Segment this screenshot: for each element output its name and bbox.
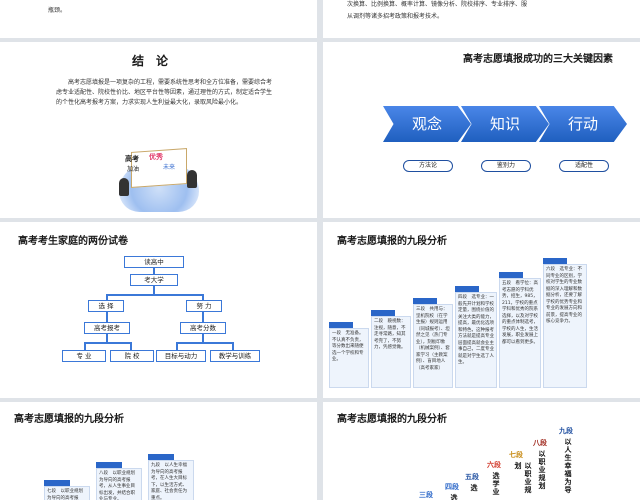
tree-effort: 努 力 [186, 300, 222, 312]
illustration-word-2: 加油 [127, 166, 140, 173]
stage-step-7: 七段 以职业规划为导向的高考报考。 [44, 486, 90, 500]
slide-1-left-text: 瓶颈。 [48, 7, 67, 14]
pill-discernment: 鉴别力 [481, 160, 531, 172]
stage-label-5: 五段 [465, 473, 479, 481]
stage-step-3: 三段 共用与：坚机院校（在学生报）规则运用（同城报考）、坦然之见（热门专业），刻… [413, 304, 453, 388]
illustration-word-1: 高考 [125, 155, 139, 163]
nine-stage-title-3: 高考志愿填报的九段分析 [337, 414, 447, 425]
conclusion-body: 高考志愿填报是一项复杂的工程，需要系统性思考和全方位准备，需要综合考虑专业适配性… [56, 79, 273, 106]
chevron-action[interactable]: 行动 [539, 106, 627, 142]
stage-step-5: 五段 看学位：高考志愿的学科优势，招生，985，211，学校的重点学科和优秀的院… [499, 278, 541, 388]
tree-application: 高考报考 [84, 322, 130, 334]
stage-step-9: 九段 以人生幸福为导向的高考报考，在人生大目标下，以生活方式、家庭、社会责任为重… [148, 460, 194, 500]
stage-label-7: 七段 [509, 451, 523, 459]
chevron-knowledge[interactable]: 知识 [461, 106, 549, 142]
student-figure-icon [119, 178, 129, 196]
tree-choice: 选 择 [88, 300, 124, 312]
tree-leaf-teaching: 教学与训练 [210, 350, 260, 362]
stage-text-5: 选 [470, 484, 478, 492]
student-figure-icon-2 [187, 170, 197, 188]
stage-text-8: 以职业规划 [538, 450, 546, 490]
stage-step-4: 四段 选专业：一般先开计划和学校定量，围绕价值的关注大类的能力，提高，最优化选项… [455, 292, 497, 388]
tree-root: 读高中 [124, 256, 184, 268]
stage-text-6: 选学业 [492, 472, 500, 496]
stage-label-9: 九段 [559, 427, 573, 435]
tree-leaf-goal: 目标与动力 [156, 350, 206, 362]
stage-label-3: 三段 [419, 491, 433, 499]
tree-leaf-school: 院 校 [110, 350, 154, 362]
tree-score: 高考分数 [180, 322, 226, 334]
two-papers-title: 高考考生家庭的两份试卷 [18, 236, 128, 247]
chevron-concept[interactable]: 观念 [383, 106, 471, 142]
slide-key-factors[interactable]: 高考志愿填报成功的三大关键因素 观念 知识 行动 方法论 鉴别力 适配性 [323, 42, 640, 218]
slide-nine-stage-2[interactable]: 高考志愿填报的九段分析 七段 以职业规划为导向的高考报考。 八段 以职业规划为导… [0, 402, 317, 500]
conclusion-title: 结 论 [132, 54, 169, 68]
slide-1-right-line2: 从调剂等诸多招考政策和报考技术。 [347, 13, 444, 20]
stage-step-1: 一段 无准备。不认真不负责，等分数出来随便选一个学校和专业。 [329, 328, 369, 388]
stage-label-8: 八段 [533, 439, 547, 447]
stage-step-2: 二段 藐视数：注视，随意，不走寻常路，知其考完了，不努力，凭感觉做。 [371, 316, 411, 388]
slide-nine-stage-3[interactable]: 高考志愿填报的九段分析 三段 四段 选 五段 选 六段 选学业 七段 以职业规划… [323, 402, 640, 500]
stage-text-9: 以人生幸福为导 [564, 438, 572, 494]
slide-conclusion[interactable]: 结 论 高考志愿填报是一项复杂的工程，需要系统性思考和全方位准备，需要综合考虑专… [0, 42, 317, 218]
slide-1-right-line1: 次换算、比例换算、概率计算、镜像分析、院校排序、专业排序、服 [347, 1, 528, 8]
stage-text-7: 以职业规划 [514, 462, 532, 494]
stage-step-8: 八段 以职业规划为导向的高考报考，从人生事业目标出发，并结合职业与专业。 [96, 468, 142, 500]
tree-level1: 考大学 [130, 274, 178, 286]
slide-two-papers[interactable]: 高考考生家庭的两份试卷 读高中 考大学 选 择 努 力 高考报考 高考分数 专 … [0, 222, 317, 398]
slide-1-right[interactable]: 次换算、比例换算、概率计算、镜像分析、院校排序、专业排序、服 从调剂等诸多招考政… [323, 0, 640, 38]
stage-label-4: 四段 [445, 483, 459, 491]
slide-nine-stage-1[interactable]: 高考志愿填报的九段分析 一段 无准备。不认真不负责，等分数出来随便选一个学校和专… [323, 222, 640, 398]
slide-1-left[interactable]: 瓶颈。 [0, 0, 317, 38]
stage-text-4: 选 [450, 494, 458, 500]
nine-stage-title-2: 高考志愿填报的九段分析 [14, 414, 124, 425]
stage-step-6: 六段 选专业：不同专业的区别，学校对学生的专业数据的深入理解和数据分析，还要了解… [543, 264, 587, 388]
stage-label-6: 六段 [487, 461, 501, 469]
pill-methodology: 方法论 [403, 160, 453, 172]
illustration-word-4: 未来 [163, 164, 176, 171]
study-illustration: 高考 加油 优秀 未来 [105, 142, 213, 214]
tree-leaf-major: 专 业 [62, 350, 106, 362]
key-factors-title: 高考志愿填报成功的三大关键因素 [463, 54, 613, 65]
pill-fit: 适配性 [559, 160, 609, 172]
illustration-word-3: 优秀 [149, 153, 163, 161]
nine-stage-title-1: 高考志愿填报的九段分析 [337, 236, 447, 247]
